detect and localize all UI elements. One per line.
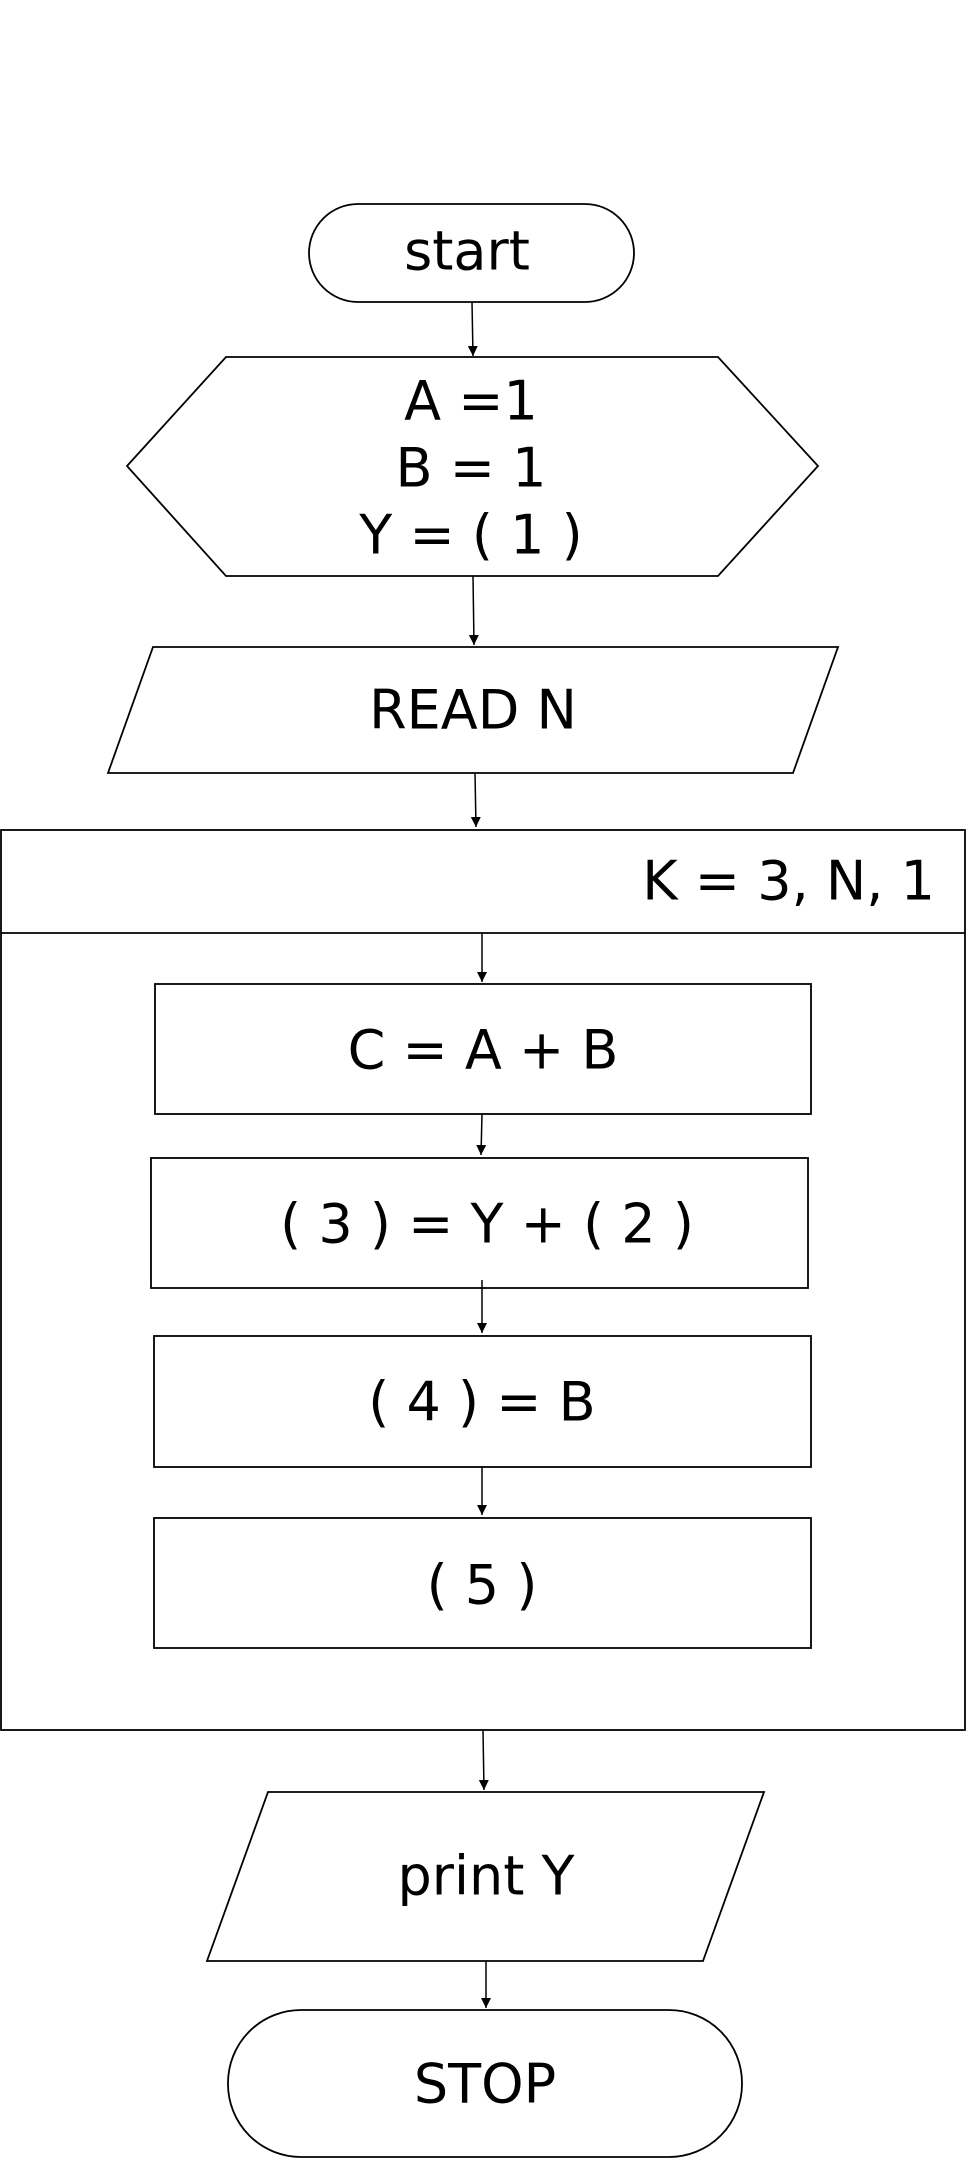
init-line-3: Y = ( 1 ) (358, 504, 582, 567)
arrow-init-to-read (468, 575, 479, 646)
step3-label: ( 4 ) = B (368, 1371, 595, 1434)
read-node: READ N (106, 646, 840, 774)
step3-node: ( 4 ) = B (153, 1335, 812, 1468)
stop-node: STOP (227, 2009, 743, 2158)
print-label: print Y (397, 1845, 575, 1908)
step2-label: ( 3 ) = Y + ( 2 ) (280, 1193, 694, 1256)
arrow-loop-to-print (478, 1729, 489, 1791)
arrow-start-to-init (467, 301, 478, 357)
init-line-1: A =1 (404, 370, 538, 433)
read-label: READ N (369, 679, 577, 742)
arrow-read-to-loop (470, 772, 481, 828)
step1-node: C = A + B (154, 983, 812, 1115)
stop-label: STOP (414, 2053, 556, 2116)
start-node: start (308, 203, 635, 303)
step2-node: ( 3 ) = Y + ( 2 ) (150, 1157, 809, 1289)
step4-label: ( 5 ) (427, 1554, 538, 1617)
init-node: A =1 B = 1 Y = ( 1 ) (125, 356, 820, 577)
init-line-2: B = 1 (396, 437, 547, 500)
start-label: start (404, 220, 530, 283)
step4-node: ( 5 ) (153, 1517, 812, 1649)
print-node: print Y (205, 1791, 766, 1962)
arrow-step1-to-step2 (476, 1113, 487, 1156)
loop-header-label: K = 3, N, 1 (642, 850, 935, 913)
step1-label: C = A + B (348, 1019, 619, 1082)
